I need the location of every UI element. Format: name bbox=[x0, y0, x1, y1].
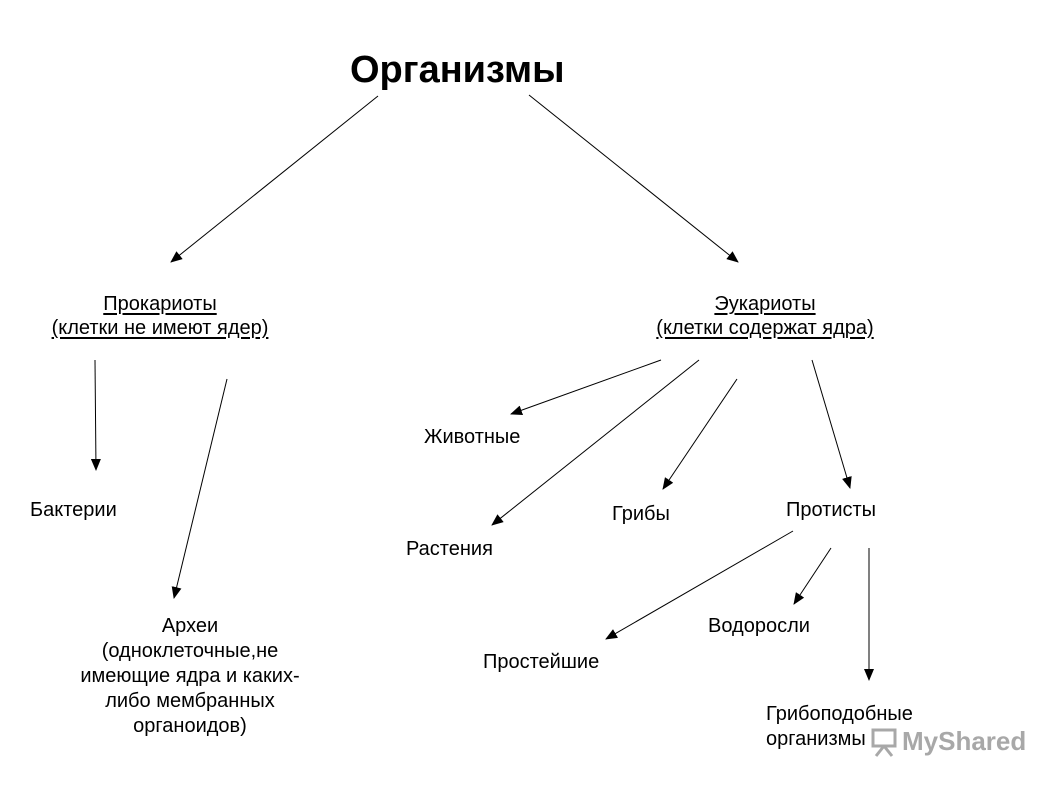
bacteria-node: Бактерии bbox=[30, 499, 117, 521]
prokaryotes-name: Прокариоты bbox=[103, 293, 217, 315]
archaea-line-4: либо мембранных bbox=[105, 690, 275, 712]
prokaryotes-node: Прокариоты (клетки не имеют ядер) bbox=[20, 292, 300, 340]
presentation-icon bbox=[871, 728, 897, 757]
arrow-organisms-to-eukaryotes bbox=[528, 94, 739, 263]
protists-node: Протисты bbox=[786, 499, 877, 521]
animals-node: Животные bbox=[424, 426, 521, 448]
arrow-prokaryotes-to-bacteria bbox=[90, 359, 101, 471]
fungi-node: Грибы bbox=[612, 503, 670, 525]
diagram-title: Организмы bbox=[350, 49, 565, 91]
arrow-protists-to-algae bbox=[793, 547, 832, 605]
protozoa-node: Простейшие bbox=[483, 651, 600, 673]
fungus-like-line-2: организмы bbox=[766, 728, 866, 750]
eukaryotes-node: Эукариоты (клетки содержат ядра) bbox=[625, 292, 905, 340]
arrow-eukaryotes-to-protists bbox=[811, 359, 852, 489]
prokaryotes-desc: (клетки не имеют ядер) bbox=[51, 317, 269, 339]
arrow-prokaryotes-to-archaea bbox=[171, 378, 228, 599]
eukaryotes-name: Эукариоты bbox=[714, 293, 816, 315]
archaea-line-5: органоидов) bbox=[133, 715, 247, 737]
arrow-eukaryotes-to-animals bbox=[510, 359, 662, 415]
arrow-protists-to-protozoa bbox=[605, 530, 794, 640]
fungus-like-line-1: Грибоподобные bbox=[766, 703, 913, 725]
watermark-text: MyShared bbox=[902, 726, 1027, 756]
plants-node: Растения bbox=[406, 538, 493, 560]
archaea-line-3: имеющие ядра и каких- bbox=[80, 665, 300, 687]
watermark: MyShared bbox=[870, 726, 1026, 757]
archaea-line-1: Археи bbox=[161, 615, 219, 637]
archaea-node: Археи (одноклеточные,не имеющие ядра и к… bbox=[40, 614, 340, 739]
arrow-eukaryotes-to-fungi bbox=[662, 378, 738, 490]
fungus-like-node: Грибоподобные организмы bbox=[766, 702, 913, 752]
algae-node: Водоросли bbox=[708, 615, 810, 637]
arrow-eukaryotes-to-plants bbox=[491, 359, 700, 526]
eukaryotes-desc: (клетки содержат ядра) bbox=[656, 317, 874, 339]
arrow-organisms-to-prokaryotes bbox=[170, 95, 379, 263]
archaea-line-2: (одноклеточные,не bbox=[101, 640, 279, 662]
